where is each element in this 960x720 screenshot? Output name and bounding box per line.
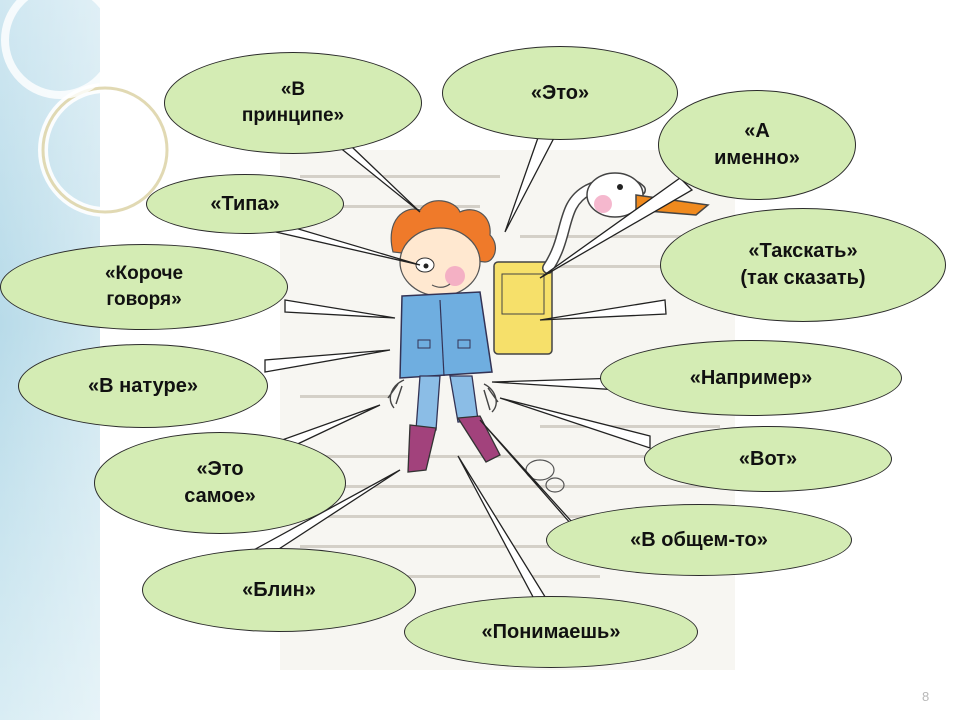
bubble-a-imenno: «А именно» [658, 90, 856, 200]
bubble-takskat: «Такскать» (так сказать) [660, 208, 946, 322]
bubble-koroche: «Короче говоря» [0, 244, 288, 330]
bubble-v-obshchem: «В общем-то» [546, 504, 852, 576]
bubble-tipa: «Типа» [146, 174, 344, 234]
bubble-v-nature: «В натуре» [18, 344, 268, 428]
bubble-blin: «Блин» [142, 548, 416, 632]
bubble-vot: «Вот» [644, 426, 892, 492]
bubble-eto-samoe: «Это самое» [94, 432, 346, 534]
page-number: 8 [922, 689, 930, 704]
bubble-eto: «Это» [442, 46, 678, 140]
bubble-v-printsipe: «В принципе» [164, 52, 422, 154]
bubble-ponimaesh: «Понимаешь» [404, 596, 698, 668]
bubble-naprimer: «Например» [600, 340, 902, 416]
